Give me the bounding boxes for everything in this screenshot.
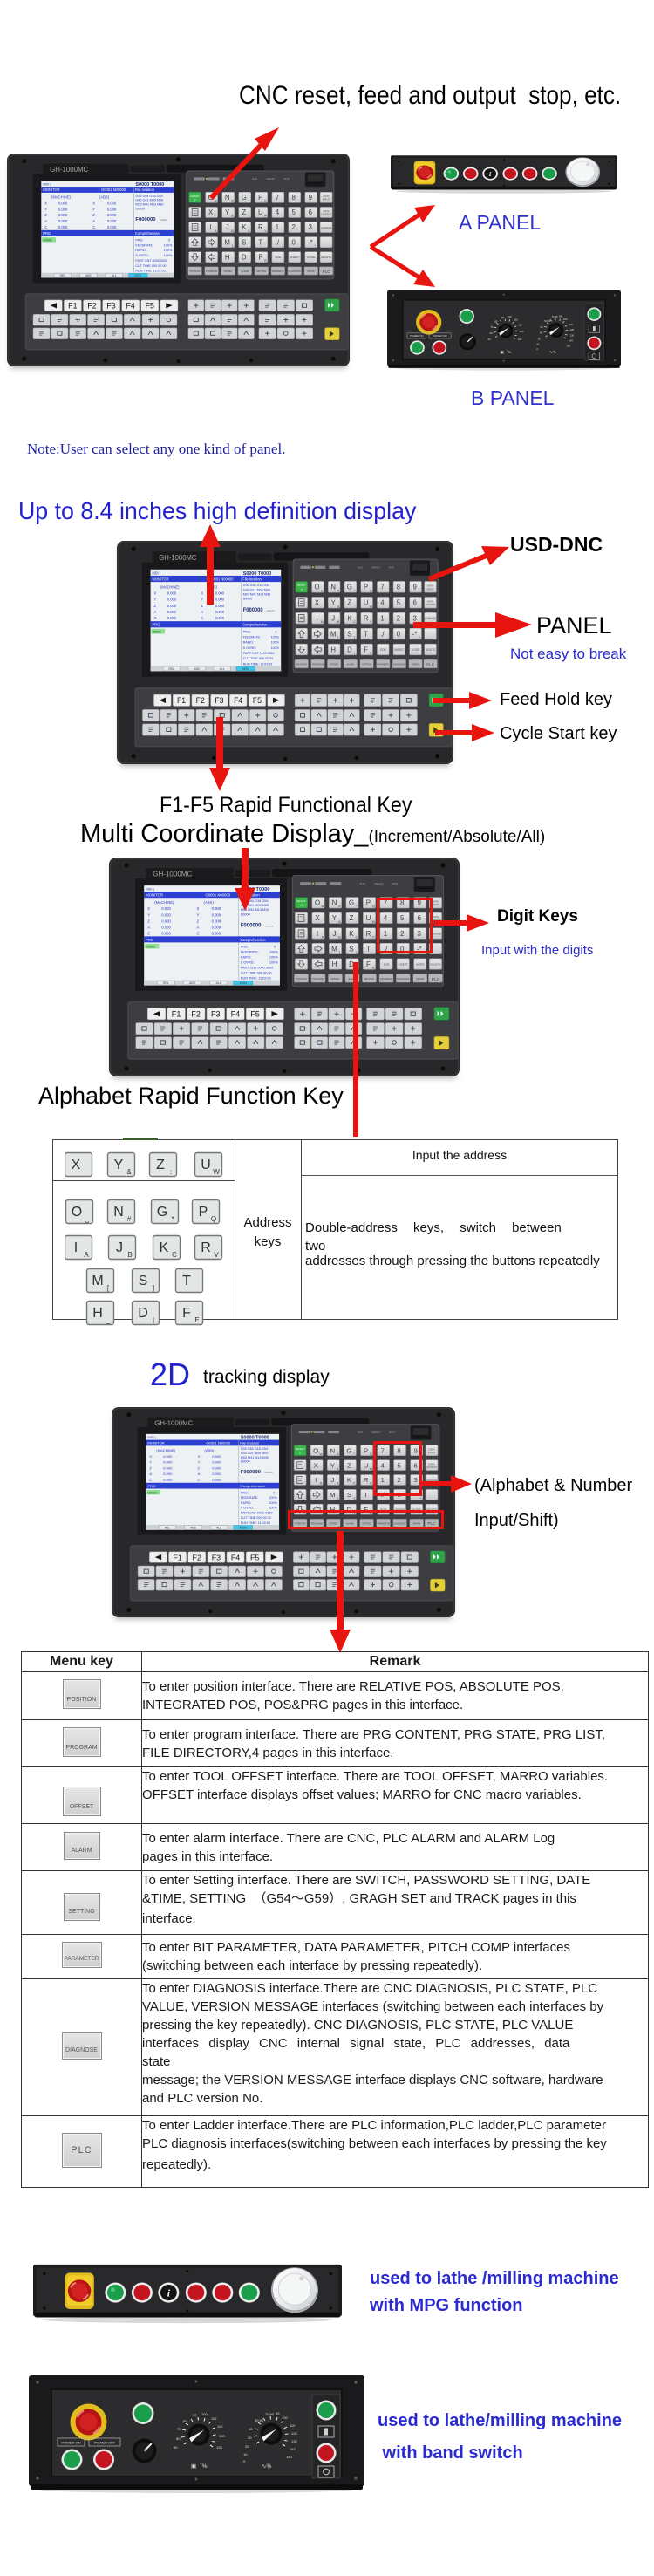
- svg-text:[: [: [107, 1284, 110, 1292]
- svg-text:K: K: [160, 1240, 169, 1255]
- svg-text:M: M: [92, 1274, 103, 1288]
- svg-text:S: S: [139, 1274, 148, 1288]
- svg-text:|: |: [153, 1316, 154, 1324]
- svg-text:O: O: [72, 1205, 82, 1220]
- svg-text:F: F: [182, 1306, 191, 1321]
- svg-text:_: _: [106, 1316, 111, 1324]
- svg-text:Q: Q: [211, 1215, 216, 1223]
- svg-text:V: V: [214, 1251, 219, 1259]
- svg-text:I: I: [74, 1240, 78, 1255]
- svg-text:X: X: [72, 1158, 81, 1172]
- svg-text:W: W: [213, 1168, 220, 1176]
- svg-text:&: &: [126, 1168, 132, 1176]
- svg-text:P: P: [199, 1205, 208, 1220]
- svg-text:⎵: ⎵: [85, 1215, 89, 1223]
- svg-text:*: *: [171, 1215, 174, 1223]
- svg-text:#: #: [127, 1215, 132, 1223]
- svg-text:B: B: [127, 1251, 132, 1259]
- svg-text::: :: [170, 1168, 172, 1176]
- svg-text:H: H: [92, 1306, 103, 1321]
- svg-text:N: N: [113, 1205, 124, 1220]
- svg-text:J: J: [116, 1240, 123, 1255]
- svg-text:E: E: [194, 1316, 199, 1324]
- svg-text:R: R: [201, 1240, 211, 1255]
- svg-text:]: ]: [153, 1284, 154, 1292]
- svg-text:T: T: [182, 1274, 191, 1288]
- svg-text:G: G: [157, 1205, 167, 1220]
- svg-text:C: C: [172, 1251, 177, 1259]
- svg-text:A: A: [84, 1251, 89, 1259]
- svg-text:U: U: [201, 1158, 211, 1172]
- svg-text:Y: Y: [114, 1158, 124, 1172]
- svg-text:Z: Z: [156, 1158, 165, 1172]
- svg-text:D: D: [138, 1306, 148, 1321]
